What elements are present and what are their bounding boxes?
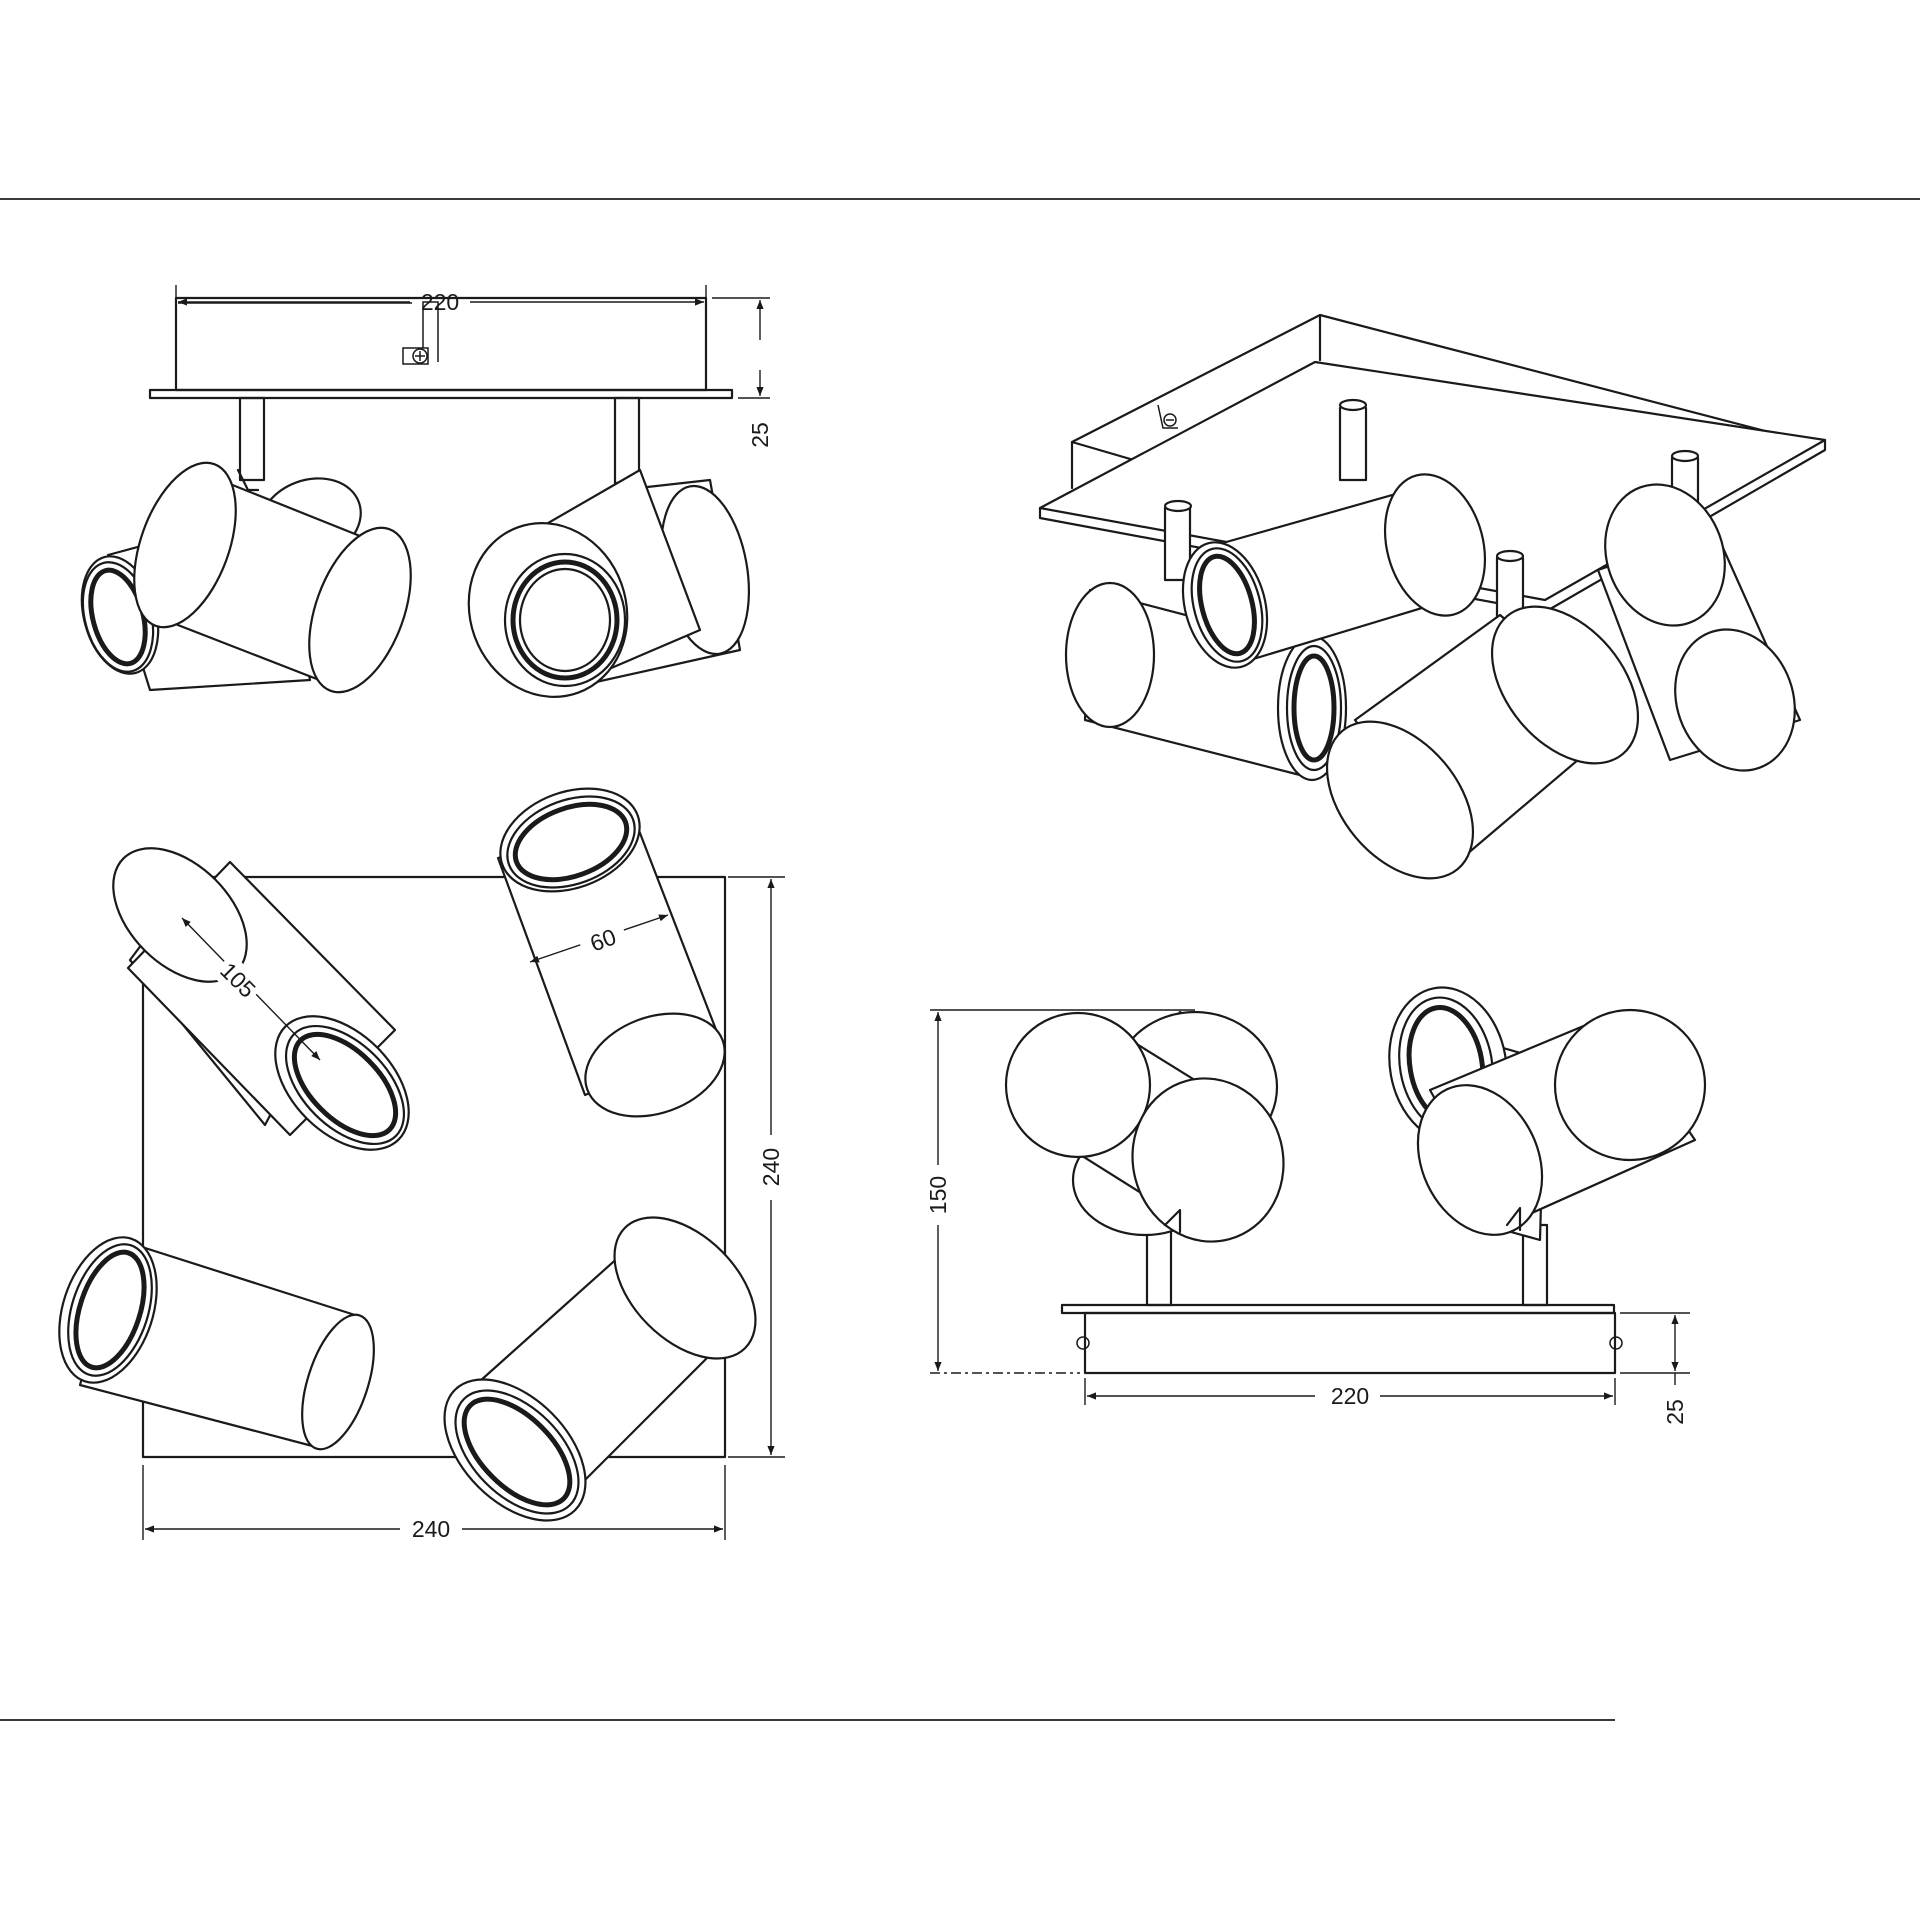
perspective-cylinder-front (1325, 605, 1640, 880)
perspective-view (1038, 313, 1827, 880)
side-base-plate (1060, 1303, 1616, 1315)
perspective-stem-back (1338, 398, 1368, 482)
side-total-height-label: 150 (925, 1176, 951, 1214)
front-width-label: 220 (421, 289, 459, 315)
front-base-plate (148, 388, 734, 400)
side-right-front-cylinder (1416, 1008, 1707, 1236)
top-view: 105 60 240 240 (58, 787, 785, 1542)
perspective-stem-left (1163, 499, 1193, 582)
front-height-label: 25 (747, 422, 773, 448)
side-screw-right (1609, 1336, 1623, 1350)
perspective-cylinder-right (1596, 483, 1802, 772)
perspective-terminal-icon (1157, 404, 1178, 429)
top-view-height-label: 240 (758, 1148, 784, 1186)
side-screw-left (1076, 1336, 1090, 1350)
front-right-stem (613, 396, 641, 485)
perspective-cylinder-back (1181, 473, 1487, 669)
perspective-cylinder-left-rear (1064, 581, 1348, 782)
front-right-front-cylinder (467, 468, 702, 698)
side-width-label: 220 (1331, 1383, 1369, 1409)
side-mount-box (1083, 1311, 1617, 1375)
front-left-stem (238, 396, 266, 482)
side-view: 150 220 25 (925, 986, 1707, 1425)
top-view-width-label: 240 (412, 1516, 450, 1542)
top-view-cylinder-lower-right (443, 1216, 757, 1522)
side-left-stem (1145, 1223, 1173, 1307)
top-view-plate (141, 875, 727, 1459)
side-left-front-cylinder (1004, 1011, 1285, 1243)
side-plate-height-label: 25 (1662, 1399, 1688, 1425)
top-view-cylinder-lower-left (58, 1236, 375, 1451)
front-left-joint (236, 468, 260, 492)
front-left-front-cylinder (133, 461, 412, 694)
front-view: 220 25 (80, 285, 773, 698)
terminal-icon (402, 301, 439, 365)
